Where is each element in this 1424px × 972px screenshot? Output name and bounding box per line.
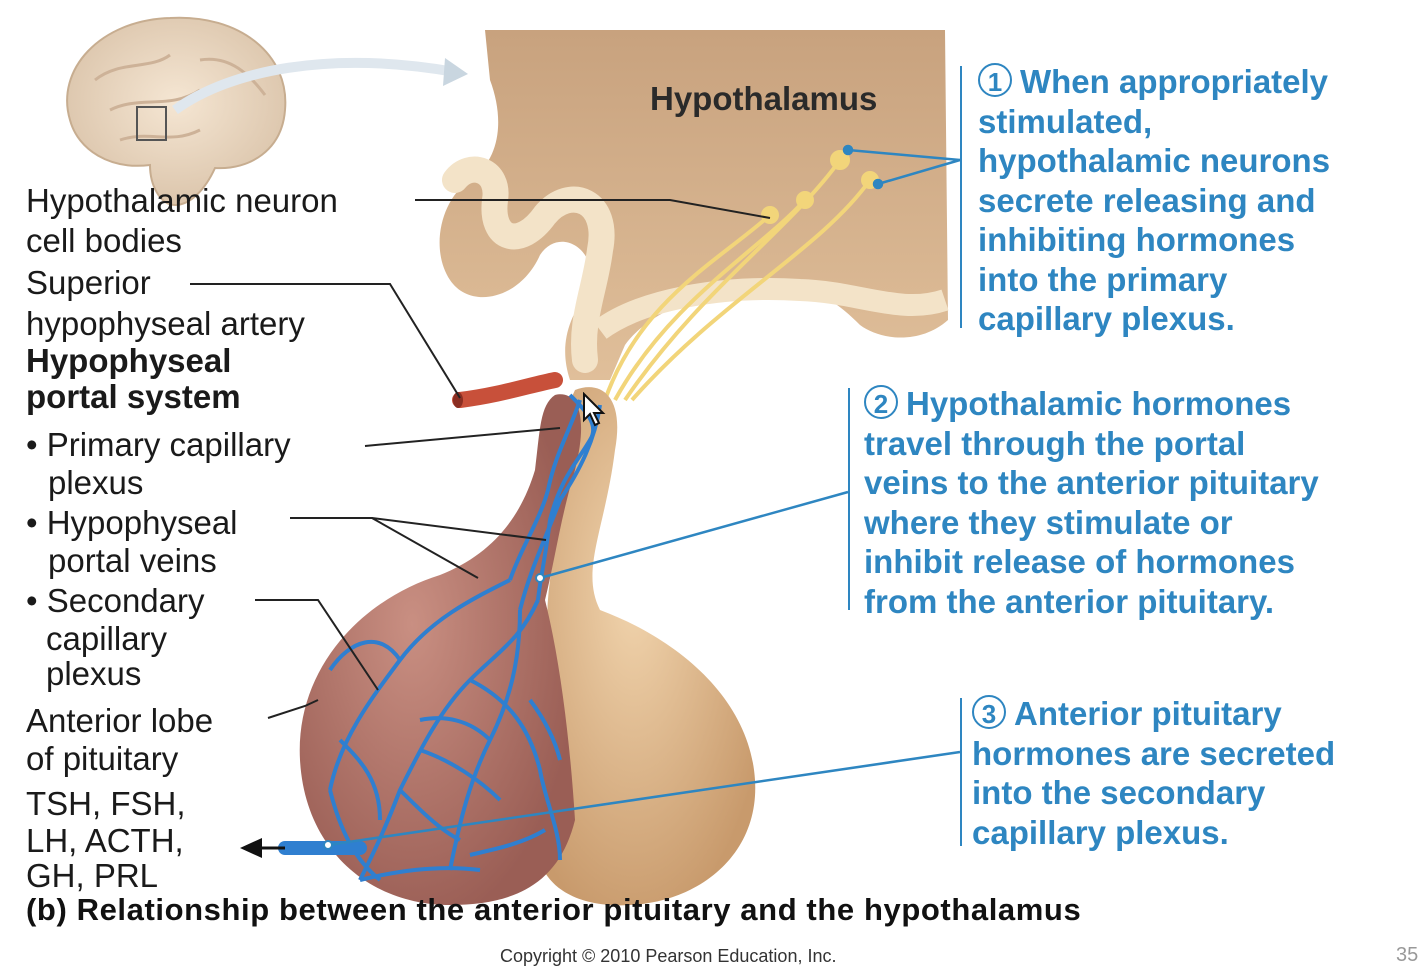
step-2-line-1: Hypothalamic hormones	[906, 385, 1292, 422]
label-primary-plexus-2: plexus	[48, 464, 144, 501]
label-neuron-cell-bodies-1: Hypothalamic neuron	[26, 182, 338, 219]
step-1-line-5: inhibiting hormones	[978, 221, 1296, 258]
label-superior-artery-1: Superior	[26, 264, 151, 301]
label-hormones-1: TSH, FSH,	[26, 785, 186, 822]
copyright-notice: Copyright © 2010 Pearson Education, Inc.	[500, 946, 837, 966]
step-1-line-6: into the primary	[978, 260, 1228, 298]
label-hormones-3: GH, PRL	[26, 857, 159, 894]
label-secondary-plexus-1: • Secondary	[26, 582, 205, 619]
step-1-divider	[960, 66, 962, 328]
hypothalamic-neurons	[603, 150, 879, 402]
step-2-number: 2	[864, 385, 898, 419]
mouse-cursor-icon	[583, 392, 606, 427]
posterior-lobe	[534, 387, 756, 906]
label-portal-veins-2: portal veins	[48, 542, 217, 579]
step-1-line-2: stimulated,	[978, 102, 1153, 140]
step-1-line-7: capillary plexus.	[978, 300, 1235, 337]
step-1-line-4: secrete releasing and	[978, 181, 1316, 219]
label-anterior-lobe-1: Anterior lobe	[26, 702, 214, 739]
label-portal-veins-1: • Hypophyseal	[26, 504, 238, 541]
step-leader-lines	[323, 144, 961, 850]
step-1-number: 1	[978, 63, 1012, 97]
label-primary-plexus-1: • Primary capillary	[26, 426, 291, 463]
step-3-line-2: hormones are secreted	[972, 734, 1336, 772]
hypothalamus-label: Hypothalamus	[650, 80, 878, 117]
step-3-number: 3	[972, 695, 1006, 729]
label-superior-artery-2: hypophyseal artery	[26, 305, 305, 342]
step-3-line-4: capillary plexus.	[972, 813, 1229, 851]
label-leader-lines	[190, 199, 771, 719]
superior-hypophyseal-artery	[452, 372, 563, 408]
step-3-line-1: Anterior pituitary	[1014, 695, 1282, 732]
step-2-line-6: from the anterior pituitary.	[864, 582, 1275, 620]
step-2-line-4: where they stimulate or	[864, 503, 1233, 541]
label-neuron-cell-bodies-2: cell bodies	[26, 222, 182, 259]
hormone-outflow-vessel	[240, 838, 367, 858]
step-1-line-3: hypothalamic neurons	[978, 142, 1331, 179]
step-3-divider	[960, 698, 962, 846]
label-hormones-2: LH, ACTH,	[26, 822, 184, 859]
step-2-divider	[848, 388, 850, 610]
figure-caption: (b) Relationship between the anterior pi…	[26, 892, 1082, 927]
label-portal-system-2: portal system	[26, 378, 241, 415]
step-2-line-5: inhibit release of hormones	[864, 543, 1295, 580]
label-anterior-lobe-2: of pituitary	[26, 740, 179, 777]
step-2-line-2: travel through the portal	[864, 424, 1246, 462]
label-portal-system-1: Hypophyseal	[26, 342, 232, 379]
label-secondary-plexus-2: capillary	[46, 620, 168, 657]
brain-thumbnail	[66, 16, 468, 207]
step-1-line-1: When appropriately	[1020, 63, 1329, 100]
step-3-line-3: into the secondary	[972, 774, 1266, 811]
slide-number: 35	[1396, 944, 1419, 966]
label-secondary-plexus-3: plexus	[46, 655, 142, 692]
step-2-line-3: veins to the anterior pituitary	[864, 464, 1319, 501]
